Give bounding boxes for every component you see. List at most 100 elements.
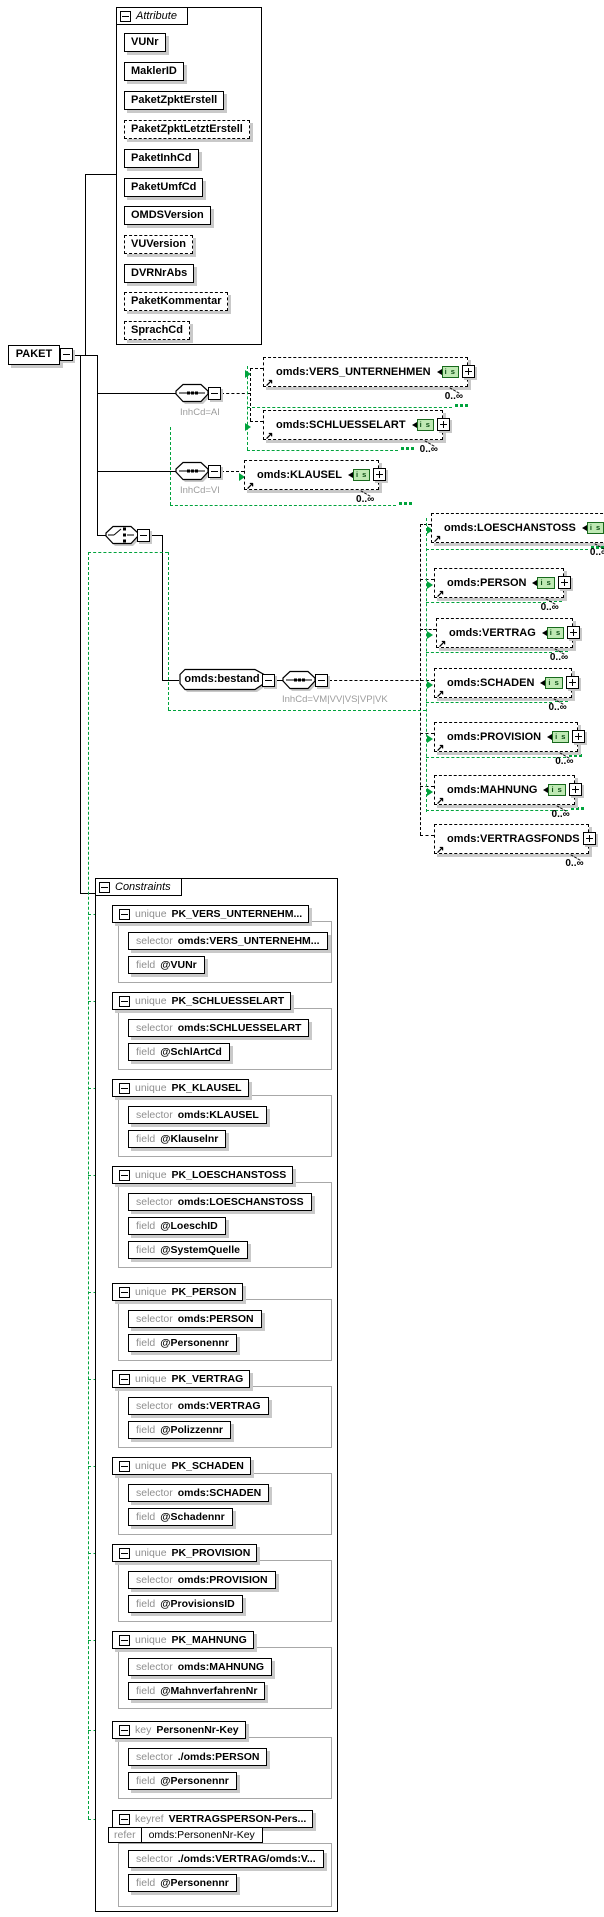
constraint-field[interactable]: field@Personennr: [128, 1874, 237, 1892]
expand-button[interactable]: [572, 730, 586, 743]
constraint-field[interactable]: field@Personennr: [128, 1772, 237, 1790]
arrow-left-icon: [532, 580, 538, 586]
arrow-left-icon: [541, 630, 547, 636]
constraint-personennr-key[interactable]: key PersonenNr-Key: [112, 1721, 246, 1739]
constraint-field[interactable]: field@Schadennr: [128, 1508, 233, 1526]
element-omds-person[interactable]: ↗ omds:PERSON i s 0..∞: [434, 568, 571, 613]
constraint-field[interactable]: field@Personennr: [128, 1334, 237, 1352]
constraint-pk-mahnung[interactable]: unique PK_MAHNUNG: [112, 1631, 254, 1649]
constraint-pk-person[interactable]: unique PK_PERSON: [112, 1283, 244, 1301]
constraint-pk-vertrag[interactable]: unique PK_VERTRAG: [112, 1370, 251, 1388]
collapse-icon[interactable]: [119, 1169, 130, 1181]
connector: [80, 893, 95, 894]
element-omds-vertragsfonds[interactable]: ↗ omds:VERTRAGSFONDS 0..∞: [434, 824, 596, 869]
collapse-button[interactable]: [208, 387, 221, 400]
attribute-paketinhcd[interactable]: PaketInhCd: [124, 149, 199, 168]
constraint-pk-loeschanstoss[interactable]: unique PK_LOESCHANSTOSS: [112, 1166, 294, 1184]
constraint-field[interactable]: field@SchlArtCd: [128, 1043, 230, 1061]
collapse-icon[interactable]: [119, 1082, 130, 1094]
element-omds-vers-unternehmen[interactable]: ↗ omds:VERS_UNTERNEHMEN i s 0..∞: [263, 357, 475, 402]
attribute-maklerid[interactable]: MaklerID: [124, 62, 184, 81]
collapse-button[interactable]: [137, 529, 150, 542]
expand-button[interactable]: [557, 576, 571, 589]
attribute-panel-tab[interactable]: Attribute: [116, 7, 188, 25]
collapse-icon[interactable]: [119, 1813, 130, 1825]
attribute-omdsversion[interactable]: OMDSVersion: [124, 206, 211, 225]
collapse-icon[interactable]: [119, 1460, 130, 1472]
element-omds-schluesselart[interactable]: ↗ omds:SCHLUESSELART i s 0..∞: [263, 410, 450, 455]
attribute-paketumfcd[interactable]: PaketUmfCd: [124, 178, 204, 197]
expand-button[interactable]: [565, 676, 579, 689]
constraint-field[interactable]: field@LoeschID: [128, 1217, 226, 1235]
attribute-dvrnrabs[interactable]: DVRNrAbs: [124, 264, 195, 283]
expand-button[interactable]: [567, 626, 581, 639]
collapse-icon[interactable]: [99, 881, 110, 893]
constraint-refer[interactable]: refer omds:PersonenNr-Key: [108, 1827, 263, 1843]
element-omds-klausel[interactable]: ↗ omds:KLAUSEL i s 0..∞: [244, 460, 387, 505]
green-range-line: [170, 427, 171, 505]
constraint-selector[interactable]: selector./omds:PERSON: [128, 1748, 268, 1766]
constraints-panel-tab[interactable]: Constraints: [95, 878, 182, 896]
attribute-vunr[interactable]: VUNr: [124, 33, 166, 52]
collapse-icon[interactable]: [119, 1373, 130, 1385]
expand-button[interactable]: [461, 365, 475, 378]
collapse-icon[interactable]: [120, 10, 131, 22]
collapse-icon[interactable]: [119, 995, 130, 1007]
sequence-icon[interactable]: [174, 381, 214, 408]
element-omds-schaden[interactable]: ↗ omds:SCHADEN i s 0..∞: [434, 668, 579, 713]
attribute-paketzpkterstell[interactable]: PaketZpktErstell: [124, 91, 225, 110]
attribute-paketkommentar[interactable]: PaketKommentar: [124, 292, 229, 311]
reference-arrow-icon: ↗: [436, 743, 445, 754]
collapse-button[interactable]: [60, 348, 73, 361]
expand-button[interactable]: [373, 468, 387, 481]
constraint-pk-schluesselart[interactable]: unique PK_SCHLUESSELART: [112, 992, 292, 1010]
constraint-field[interactable]: field@Polizzennr: [128, 1421, 232, 1439]
sequence-icon[interactable]: [281, 668, 321, 695]
attribute-sprachcd[interactable]: SprachCd: [124, 321, 190, 340]
expand-button[interactable]: [568, 783, 582, 796]
occurrence-label: 0..∞: [589, 547, 604, 558]
dashed-connector: [420, 733, 434, 734]
constraint-field[interactable]: field@SystemQuelle: [128, 1241, 248, 1259]
expand-button[interactable]: [582, 832, 596, 845]
constraint-vertragsperson-keyref[interactable]: keyref VERTRAGSPERSON-Pers...: [112, 1810, 314, 1828]
constraint-field[interactable]: field@MahnverfahrenNr: [128, 1682, 266, 1700]
constraint-field[interactable]: field@Klauselnr: [128, 1130, 227, 1148]
connector: [275, 680, 283, 681]
expand-button[interactable]: [436, 418, 450, 431]
sequence-icon[interactable]: [174, 459, 214, 486]
constraint-pk-klausel[interactable]: unique PK_KLAUSEL: [112, 1079, 249, 1097]
element-omds-bestand[interactable]: omds:bestand: [184, 673, 260, 685]
collapse-icon[interactable]: [119, 1634, 130, 1646]
collapse-icon[interactable]: [119, 1547, 130, 1559]
constraint-field[interactable]: field@ProvisionsID: [128, 1595, 243, 1613]
element-omds-mahnung[interactable]: ↗ omds:MAHNUNG i s 0..∞: [434, 775, 582, 820]
collapse-icon[interactable]: [119, 1724, 130, 1736]
collapse-button[interactable]: [315, 674, 328, 687]
collapse-button[interactable]: [208, 465, 221, 478]
element-omds-vertrag[interactable]: ↗ omds:VERTRAG i s 0..∞: [436, 618, 581, 663]
attribute-vuversion[interactable]: VUVersion: [124, 235, 194, 254]
collapse-icon[interactable]: [119, 908, 130, 920]
choice-icon[interactable]: [104, 523, 144, 550]
constraint-field[interactable]: field@VUNr: [128, 956, 205, 974]
element-omds-provision[interactable]: ↗ omds:PROVISION i s 0..∞: [434, 722, 586, 767]
collapse-icon[interactable]: [119, 1286, 130, 1298]
collapse-button[interactable]: [262, 674, 275, 687]
constraint-pk-schaden[interactable]: unique PK_SCHADEN: [112, 1457, 251, 1475]
attribute-paketzpktletzterstell[interactable]: PaketZpktLetztErstell: [124, 120, 250, 139]
constraint-selector[interactable]: selector./omds:VERTRAG/omds:V...: [128, 1850, 324, 1868]
constraint-pk-vers-unternehmen[interactable]: unique PK_VERS_UNTERNEHM...: [112, 905, 310, 923]
element-omds-loeschanstoss[interactable]: ↗ omds:LOESCHANSTOSS i s 0..∞: [431, 513, 604, 558]
element-paket[interactable]: PAKET: [8, 345, 73, 365]
constraint-pk-provision[interactable]: unique PK_PROVISION: [112, 1544, 258, 1562]
